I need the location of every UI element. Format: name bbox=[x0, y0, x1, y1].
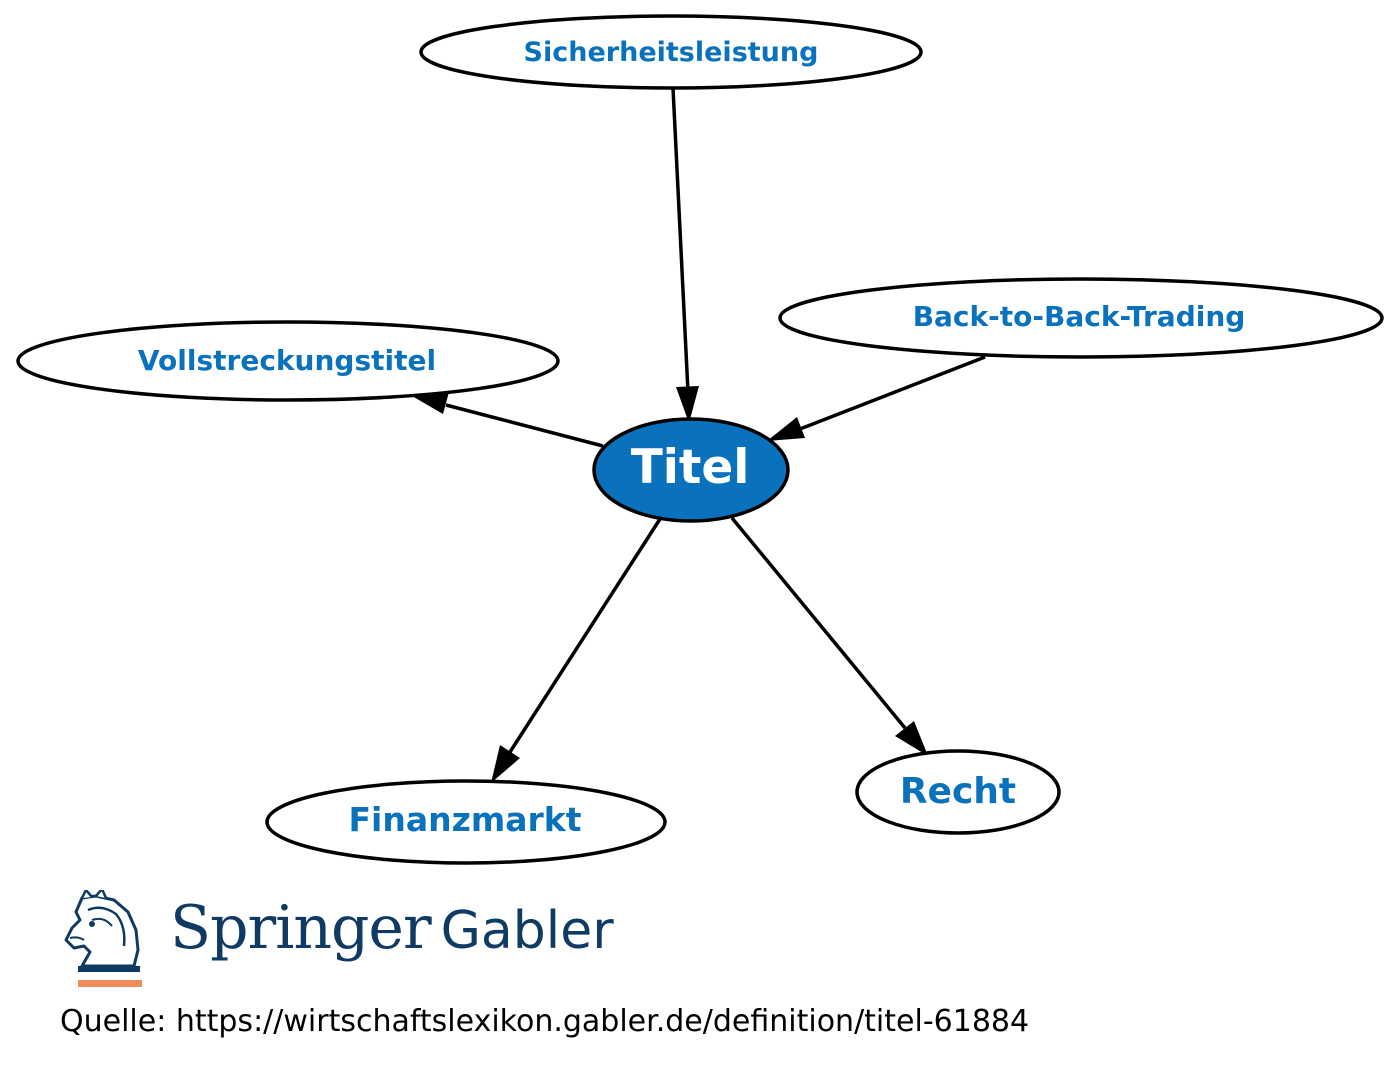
node-label-titel: Titel bbox=[631, 440, 750, 495]
arrowhead-vollstreckungstitel bbox=[412, 392, 449, 414]
node-recht[interactable]: Recht bbox=[855, 749, 1061, 835]
node-label-back-to-back-trading: Back-to-Back-Trading bbox=[913, 300, 1246, 333]
node-titel[interactable]: Titel bbox=[592, 417, 790, 523]
node-label-vollstreckungstitel: Vollstreckungstitel bbox=[138, 344, 436, 377]
arrowhead-recht bbox=[895, 721, 928, 756]
arrowhead-finanzmarkt bbox=[491, 745, 520, 783]
node-finanzmarkt[interactable]: Finanzmarkt bbox=[265, 779, 667, 865]
edge-back-to-back-to-titel bbox=[799, 355, 986, 431]
arrowhead-titel-from-back-to-back bbox=[767, 417, 805, 441]
logo-underline bbox=[78, 980, 142, 987]
edge-titel-to-vollstreckungstitel bbox=[445, 403, 604, 448]
node-label-finanzmarkt: Finanzmarkt bbox=[349, 800, 582, 839]
edges bbox=[412, 87, 986, 783]
node-back-to-back-trading[interactable]: Back-to-Back-Trading bbox=[778, 277, 1384, 359]
node-label-recht: Recht bbox=[900, 771, 1016, 812]
node-sicherheitsleistung[interactable]: Sicherheitsleistung bbox=[419, 14, 923, 90]
springer-horse-logo-icon bbox=[64, 890, 142, 987]
edge-titel-to-finanzmarkt bbox=[508, 518, 662, 753]
edge-sicherheitsleistung-to-titel bbox=[671, 87, 690, 393]
arrowhead-titel-from-sicherheitsleistung bbox=[676, 386, 699, 423]
brand-name-gabler: Gabler bbox=[440, 901, 614, 961]
brand-name-springer: Springer bbox=[170, 893, 432, 963]
source-citation: Quelle: https://wirtschaftslexikon.gable… bbox=[60, 1004, 1030, 1039]
node-vollstreckungstitel[interactable]: Vollstreckungstitel bbox=[16, 320, 560, 402]
edge-titel-to-recht bbox=[730, 516, 907, 730]
concept-diagram: Sicherheitsleistung Back-to-Back-Trading… bbox=[16, 14, 1384, 865]
node-label-sicherheitsleistung: Sicherheitsleistung bbox=[524, 37, 819, 68]
